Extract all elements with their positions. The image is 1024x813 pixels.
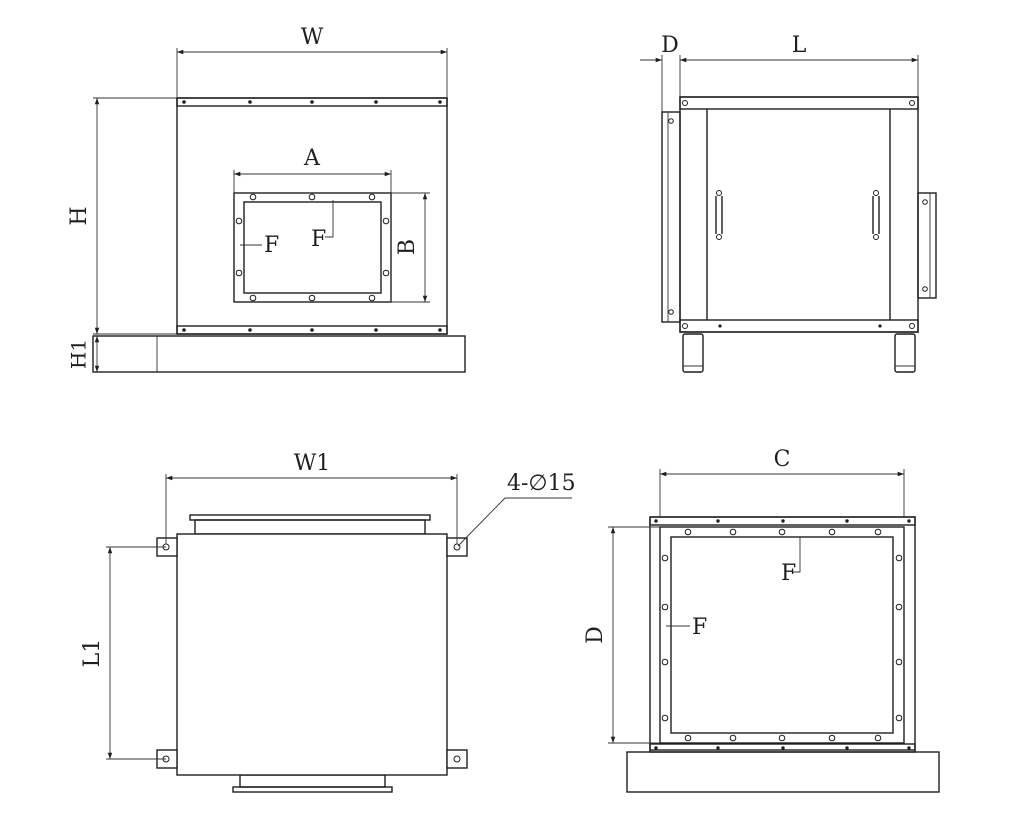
top-hole-leader	[457, 497, 572, 547]
front-flange-label-2: F	[311, 227, 326, 252]
side-foot-left	[682, 333, 704, 373]
top-view: W1 L1 4-∅15	[80, 451, 576, 793]
end-base	[626, 751, 940, 793]
top-hole-label: 4-∅15	[507, 471, 576, 496]
end-flange-inner	[670, 536, 894, 734]
top-duct-bottom	[239, 774, 386, 788]
front-height-label: H	[67, 206, 92, 225]
end-rail-dots	[654, 519, 911, 750]
end-height-label: D	[583, 626, 608, 644]
front-flange-label-1: F	[264, 233, 279, 258]
end-width-label: C	[774, 447, 791, 472]
front-opening-width-label: A	[303, 146, 321, 171]
end-body	[649, 516, 916, 751]
front-opening-height-label: B	[395, 239, 420, 255]
top-duct-flange-top	[189, 514, 431, 521]
side-foot-right	[894, 333, 916, 373]
front-base-height-label: H1	[67, 339, 91, 369]
end-flange-label-1: F	[781, 561, 796, 586]
front-view: W H H1 A B F F	[67, 25, 466, 373]
top-duct-top	[194, 519, 426, 535]
end-flange-bolts	[661, 528, 903, 742]
side-view: L D	[640, 33, 937, 373]
top-width-label: W1	[294, 451, 331, 476]
side-flange-depth-label: D	[661, 33, 679, 58]
side-right-flange	[917, 192, 937, 299]
top-length-label: L1	[80, 639, 105, 668]
front-opening-bolts	[235, 193, 390, 302]
side-bottom-rail	[679, 319, 919, 333]
side-left-flange	[661, 111, 681, 323]
front-top-rail	[176, 97, 448, 107]
side-rail-bolts	[682, 100, 915, 329]
front-opening-inner	[243, 201, 382, 294]
end-top-rail	[649, 516, 916, 526]
end-flange-frame	[659, 526, 905, 744]
front-base	[92, 335, 466, 373]
front-flange-leader-2	[325, 200, 334, 238]
side-handle-left-icon	[715, 190, 723, 240]
front-bottom-rail	[176, 325, 448, 335]
front-opening-flange	[233, 192, 392, 303]
side-length-label: L	[792, 33, 807, 58]
front-width-label: W	[301, 25, 324, 50]
top-duct-flange-bottom	[232, 786, 393, 793]
side-top-rail	[679, 96, 919, 110]
top-mounting-tabs	[156, 537, 468, 769]
end-flange-leader-1	[792, 537, 801, 573]
end-view: C D F F	[583, 447, 940, 793]
side-handle-right-icon	[872, 190, 880, 240]
end-flange-label-2: F	[692, 615, 707, 640]
end-bottom-rail	[649, 743, 916, 753]
front-rail-dots	[182, 100, 442, 332]
top-body	[176, 533, 448, 776]
